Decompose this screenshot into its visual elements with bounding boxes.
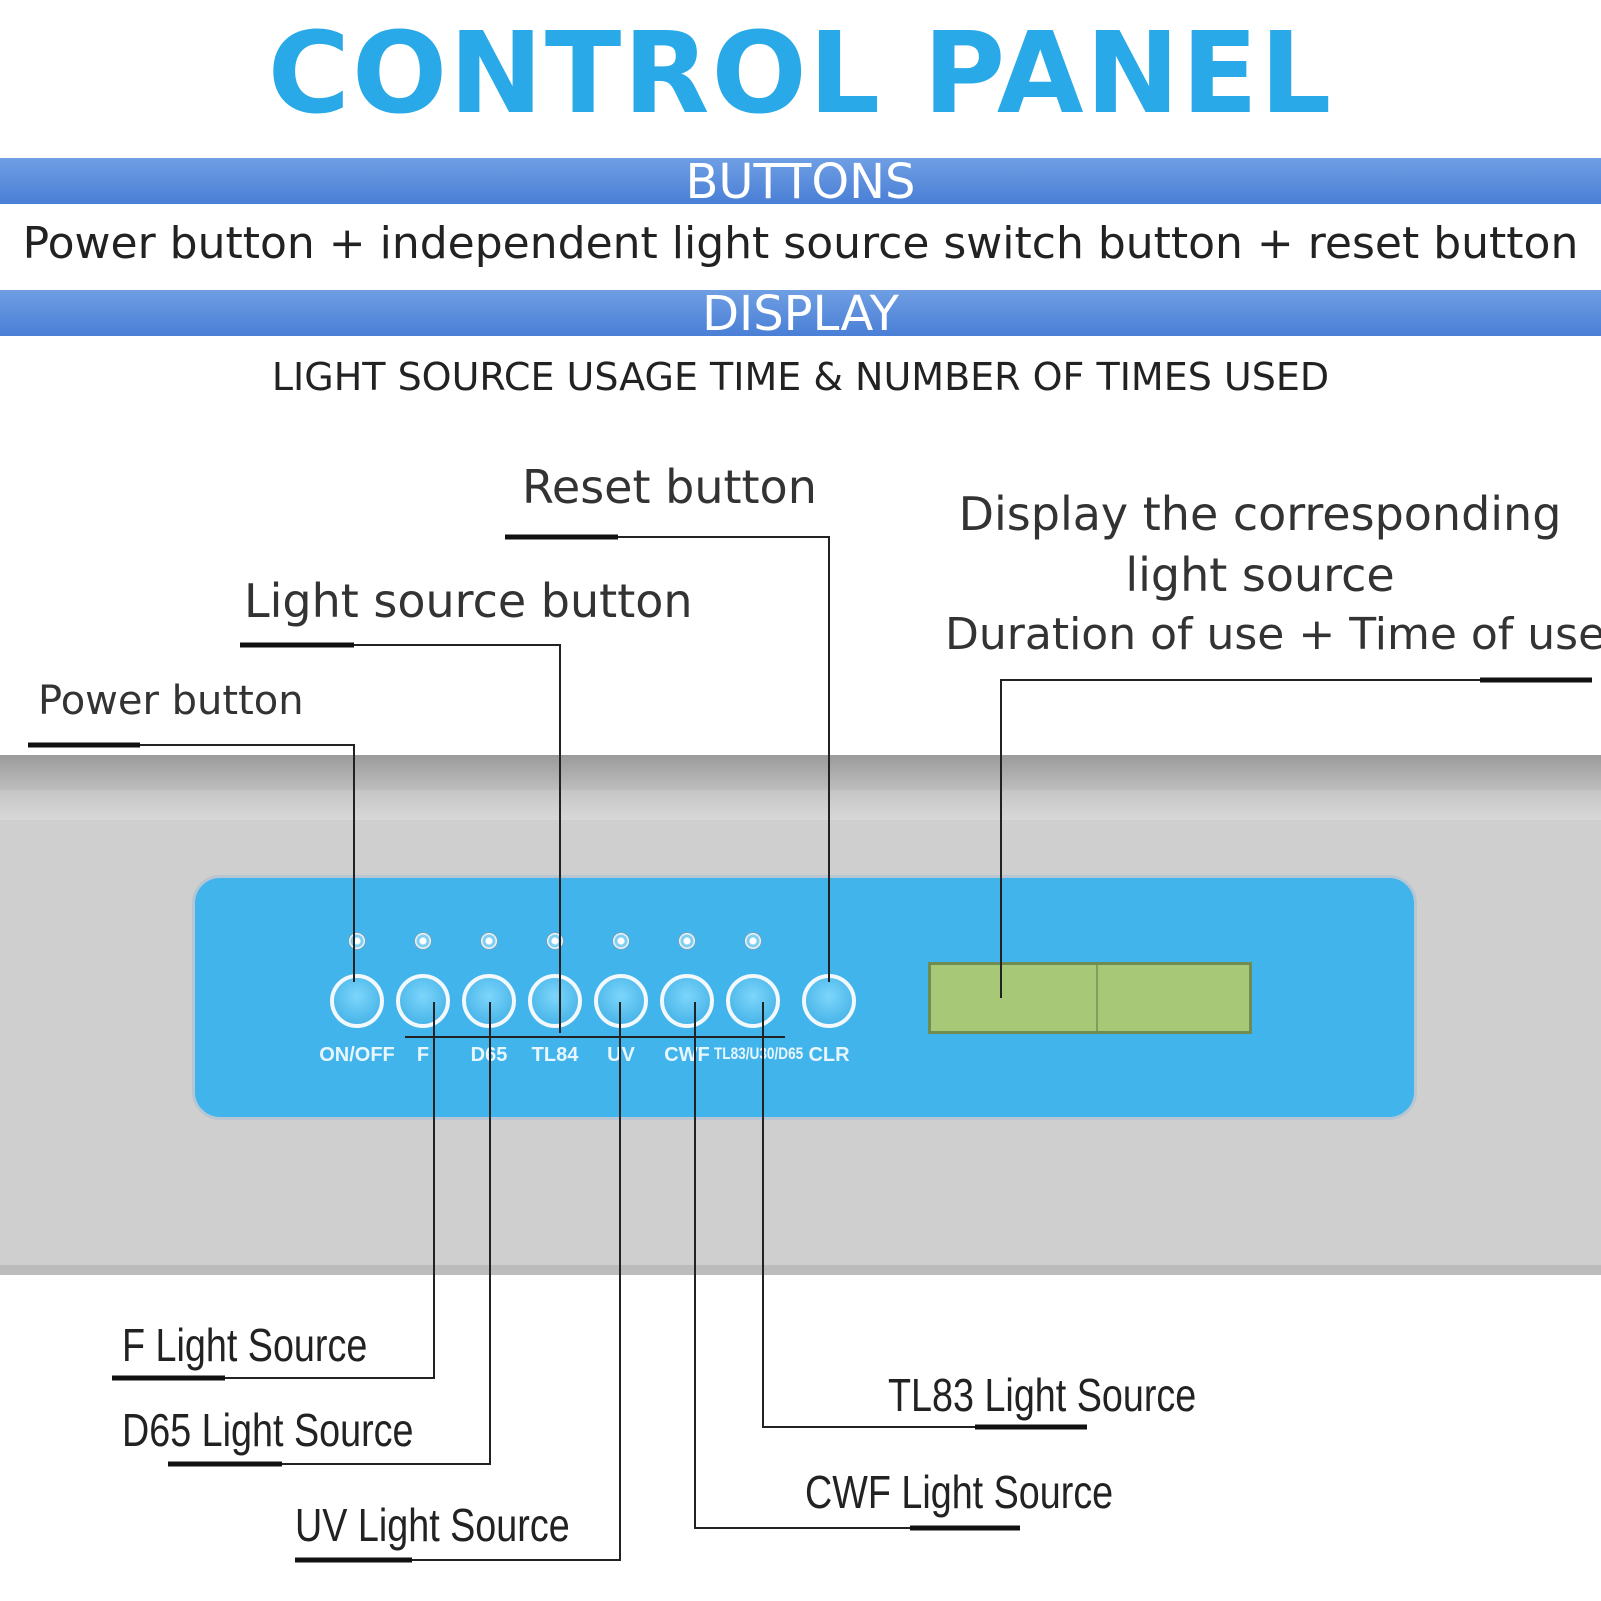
button-label: CWF [664, 1044, 710, 1066]
button-label: F [416, 1044, 430, 1066]
f-button[interactable] [396, 974, 450, 1028]
tl83-light-source-callout: TL83 Light Source [888, 1369, 1197, 1421]
buttons-description: Power button + independent light source … [22, 218, 1579, 269]
display-heading: DISPLAY [702, 286, 899, 342]
led-indicator [678, 932, 696, 950]
d65-light-source-callout: D65 Light Source [122, 1404, 414, 1456]
led-indicator [744, 932, 762, 950]
buttons-band [0, 158, 1601, 204]
led-indicator [414, 932, 432, 950]
panel-rim [0, 790, 1601, 820]
panel-bottom-edge [0, 1265, 1601, 1275]
button-label: ON/OFF [319, 1044, 395, 1066]
page-title: CONTROL PANEL [267, 9, 1334, 139]
power-callout: Power button [38, 678, 304, 724]
display-callout-line3: Duration of use + Time of use [945, 609, 1601, 660]
buttons-heading: BUTTONS [685, 154, 916, 210]
led-indicator [612, 932, 630, 950]
cwf-button[interactable] [660, 974, 714, 1028]
button-label: TL84 [531, 1044, 579, 1066]
button-label: D65 [470, 1044, 508, 1066]
on-off-button[interactable] [330, 974, 384, 1028]
panel-top-edge [0, 755, 1601, 790]
tl84-button[interactable] [528, 974, 582, 1028]
tl83-button[interactable] [726, 974, 780, 1028]
uv-light-source-callout: UV Light Source [295, 1499, 570, 1551]
button-label: TL83/U30/D65 [714, 1044, 804, 1063]
display-description: LIGHT SOURCE USAGE TIME & NUMBER OF TIME… [271, 355, 1330, 399]
display-band [0, 290, 1601, 336]
clr-button[interactable] [802, 974, 856, 1028]
cwf-light-source-callout: CWF Light Source [805, 1466, 1114, 1518]
f-light-source-callout: F Light Source [122, 1319, 368, 1371]
lcd-divider [1096, 965, 1098, 1031]
display-callout-line1: Display the corresponding [958, 487, 1562, 541]
button-label: CLR [808, 1044, 850, 1066]
lcd-display [928, 962, 1252, 1034]
led-indicator [348, 932, 366, 950]
light-source-callout: Light source button [244, 574, 693, 628]
display-callout-line2: light source [1125, 548, 1395, 602]
led-indicator [480, 932, 498, 950]
reset-callout: Reset button [522, 460, 817, 514]
